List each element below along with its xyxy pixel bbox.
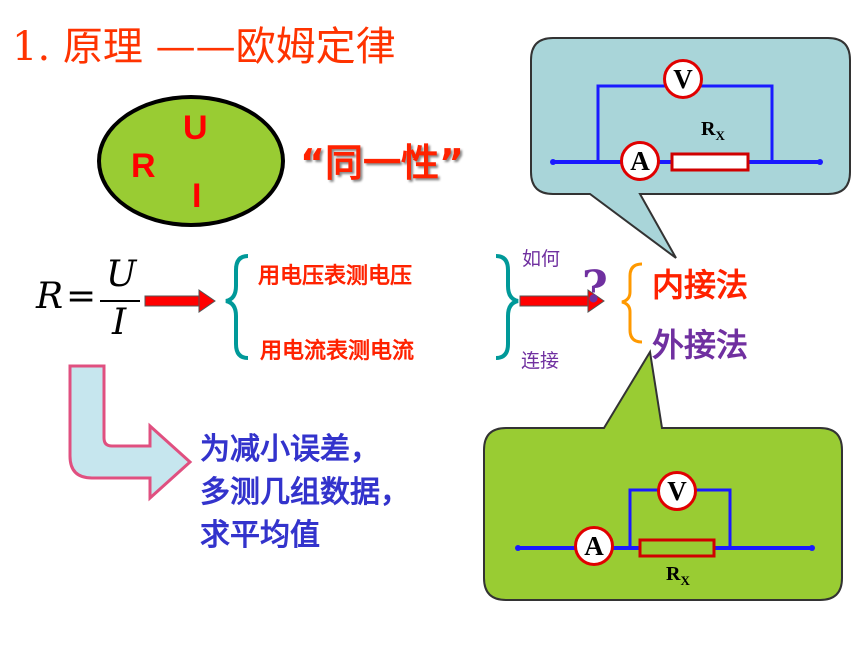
- connect-label: 连接: [521, 350, 560, 372]
- resistor-subscript: X: [715, 128, 725, 143]
- left-brace-icon: [225, 254, 249, 360]
- voltage-measure-text: 用电压表测电压: [258, 264, 413, 289]
- advice-text: 为减小误差， 多测几组数据， 求平均值: [200, 428, 410, 557]
- resistor-label: RX: [701, 118, 725, 144]
- advice-line-3: 求平均值: [200, 518, 320, 553]
- resistor-icon: [638, 538, 716, 558]
- voltmeter-icon: V: [663, 59, 703, 99]
- slide-title: 1. 原理 ——欧姆定律: [12, 24, 396, 70]
- advice-line-1: 为减小误差，: [200, 432, 380, 467]
- letter-u: U: [183, 109, 208, 147]
- formula-numerator: U: [106, 254, 137, 295]
- resistor-symbol: R: [701, 118, 716, 140]
- arrow-right-icon: [519, 289, 605, 313]
- letter-r: R: [131, 147, 156, 185]
- letter-i: I: [192, 177, 202, 215]
- fraction-bar: [100, 300, 140, 302]
- right-brace-icon: [495, 254, 519, 360]
- ammeter-icon: A: [620, 141, 660, 181]
- formula-lhs: R: [36, 276, 64, 317]
- resistor-icon: [670, 152, 750, 172]
- bent-arrow-icon: [68, 364, 193, 502]
- methods-brace-icon: [621, 262, 643, 344]
- method-external: 外接法: [652, 326, 749, 364]
- resistor-symbol: R: [666, 563, 681, 585]
- same-property-label: “同一性”: [300, 141, 464, 185]
- resistor-label: RX: [666, 563, 690, 589]
- advice-line-2: 多测几组数据，: [200, 475, 410, 510]
- formula-denominator: I: [112, 302, 127, 343]
- current-measure-text: 用电流表测电流: [260, 339, 415, 364]
- resistor-subscript: X: [680, 573, 690, 588]
- voltmeter-icon: V: [657, 471, 697, 511]
- method-internal: 内接法: [652, 266, 749, 304]
- question-mark: ?: [582, 262, 608, 313]
- formula-equals: =: [66, 276, 97, 317]
- arrow-right-icon: [144, 289, 216, 313]
- how-label: 如何: [522, 248, 561, 270]
- uri-circle: U R I: [97, 95, 285, 227]
- ammeter-icon: A: [574, 526, 614, 566]
